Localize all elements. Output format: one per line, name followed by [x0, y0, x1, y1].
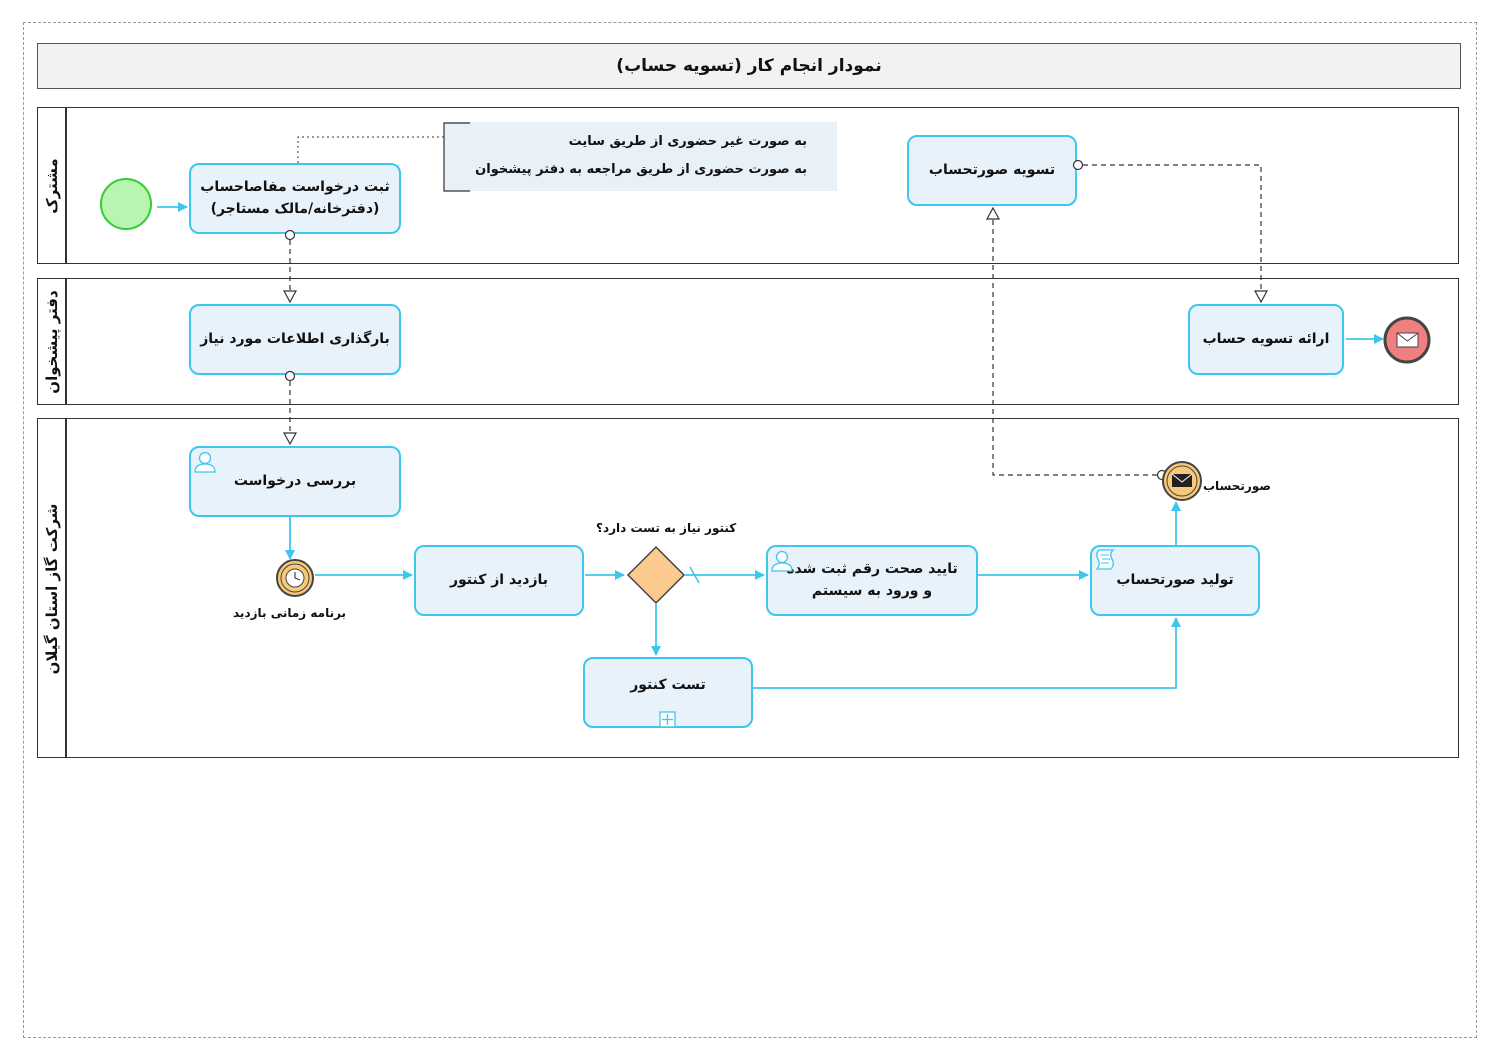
task-present-settlement[interactable]: ارائه تسویه حساب — [1188, 304, 1344, 375]
annotation-line: به صورت غیر حضوری از طریق سایت — [568, 134, 807, 149]
task-label: ثبت درخواست مفاصاحساب — [200, 178, 390, 195]
annotation-association — [297, 136, 444, 163]
sequence-flow — [753, 617, 1181, 689]
lane-header: دفتر پیشخوان — [38, 279, 67, 404]
task-label: تولید صورتحساب — [1116, 571, 1234, 588]
lane-customer: مشترک — [37, 107, 1459, 264]
timer-event[interactable] — [276, 559, 314, 597]
task-submit-request[interactable]: ثبت درخواست مفاصاحساب (دفترخانه/مالک مست… — [189, 163, 401, 234]
lane-header: شرکت گاز استان گیلان — [38, 419, 67, 757]
task-confirm-reading[interactable]: تایید صحت رقم ثبت شده و ورود به سیستم — [766, 545, 978, 616]
exclusive-gateway[interactable] — [626, 545, 686, 605]
lane-header: مشترک — [38, 108, 67, 263]
task-generate-invoice[interactable]: تولید صورتحساب — [1090, 545, 1260, 616]
task-label: بررسی درخواست — [233, 472, 357, 489]
annotation: به صورت غیر حضوری از طریق سایت به صورت ح… — [444, 122, 837, 191]
gateway-label: کنتور نیاز به تست دارد؟ — [596, 521, 737, 535]
page-frame — [23, 22, 1477, 1038]
task-visit-meter[interactable]: بازدید از کنتور — [414, 545, 584, 616]
task-label: تسویه صورتحساب — [928, 161, 1056, 178]
task-label: و ورود به سیستم — [811, 582, 933, 599]
task-label: تایید صحت رقم ثبت شده — [786, 560, 958, 577]
subprocess-plus-icon[interactable] — [659, 711, 676, 728]
message-flow — [993, 208, 1157, 476]
task-label: ارائه تسویه حساب — [1202, 330, 1330, 347]
message-event-label: صورتحساب — [1203, 479, 1271, 493]
message-flow-origin — [1072, 159, 1084, 171]
user-icon — [771, 550, 793, 572]
message-flow-origin — [284, 370, 296, 382]
task-label: بازدید از کنتور — [449, 571, 549, 588]
lane-office: دفتر پیشخوان — [37, 278, 1459, 405]
annotation-line: به صورت حضوری از طریق مراجعه به دفتر پیش… — [475, 162, 807, 177]
task-label: بارگذاری اطلاعات مورد نیاز — [200, 330, 390, 347]
end-message-event[interactable] — [1383, 316, 1431, 364]
task-upload-info[interactable]: بارگذاری اطلاعات مورد نیاز — [189, 304, 401, 375]
message-flow-origin — [284, 229, 296, 241]
diagram-title: نمودار انجام کار (تسویه حساب) — [37, 43, 1461, 89]
task-label: (دفترخانه/مالک مستاجر) — [210, 200, 380, 217]
timer-event-label: برنامه زمانی بازدید — [233, 606, 347, 620]
start-event[interactable] — [100, 178, 152, 230]
user-icon — [194, 451, 216, 473]
lane-company: شرکت گاز استان گیلان — [37, 418, 1459, 758]
task-settle-invoice[interactable]: تسویه صورتحساب — [907, 135, 1077, 206]
task-label: تست کنتور — [630, 677, 706, 693]
annotation-bracket — [443, 122, 470, 192]
default-flow-marker — [689, 566, 700, 584]
message-throw-event[interactable] — [1162, 461, 1202, 501]
message-flow — [1083, 164, 1261, 302]
task-review-request[interactable]: بررسی درخواست — [189, 446, 401, 517]
diagram-title-text: نمودار انجام کار (تسویه حساب) — [616, 56, 882, 76]
script-icon — [1095, 549, 1115, 570]
